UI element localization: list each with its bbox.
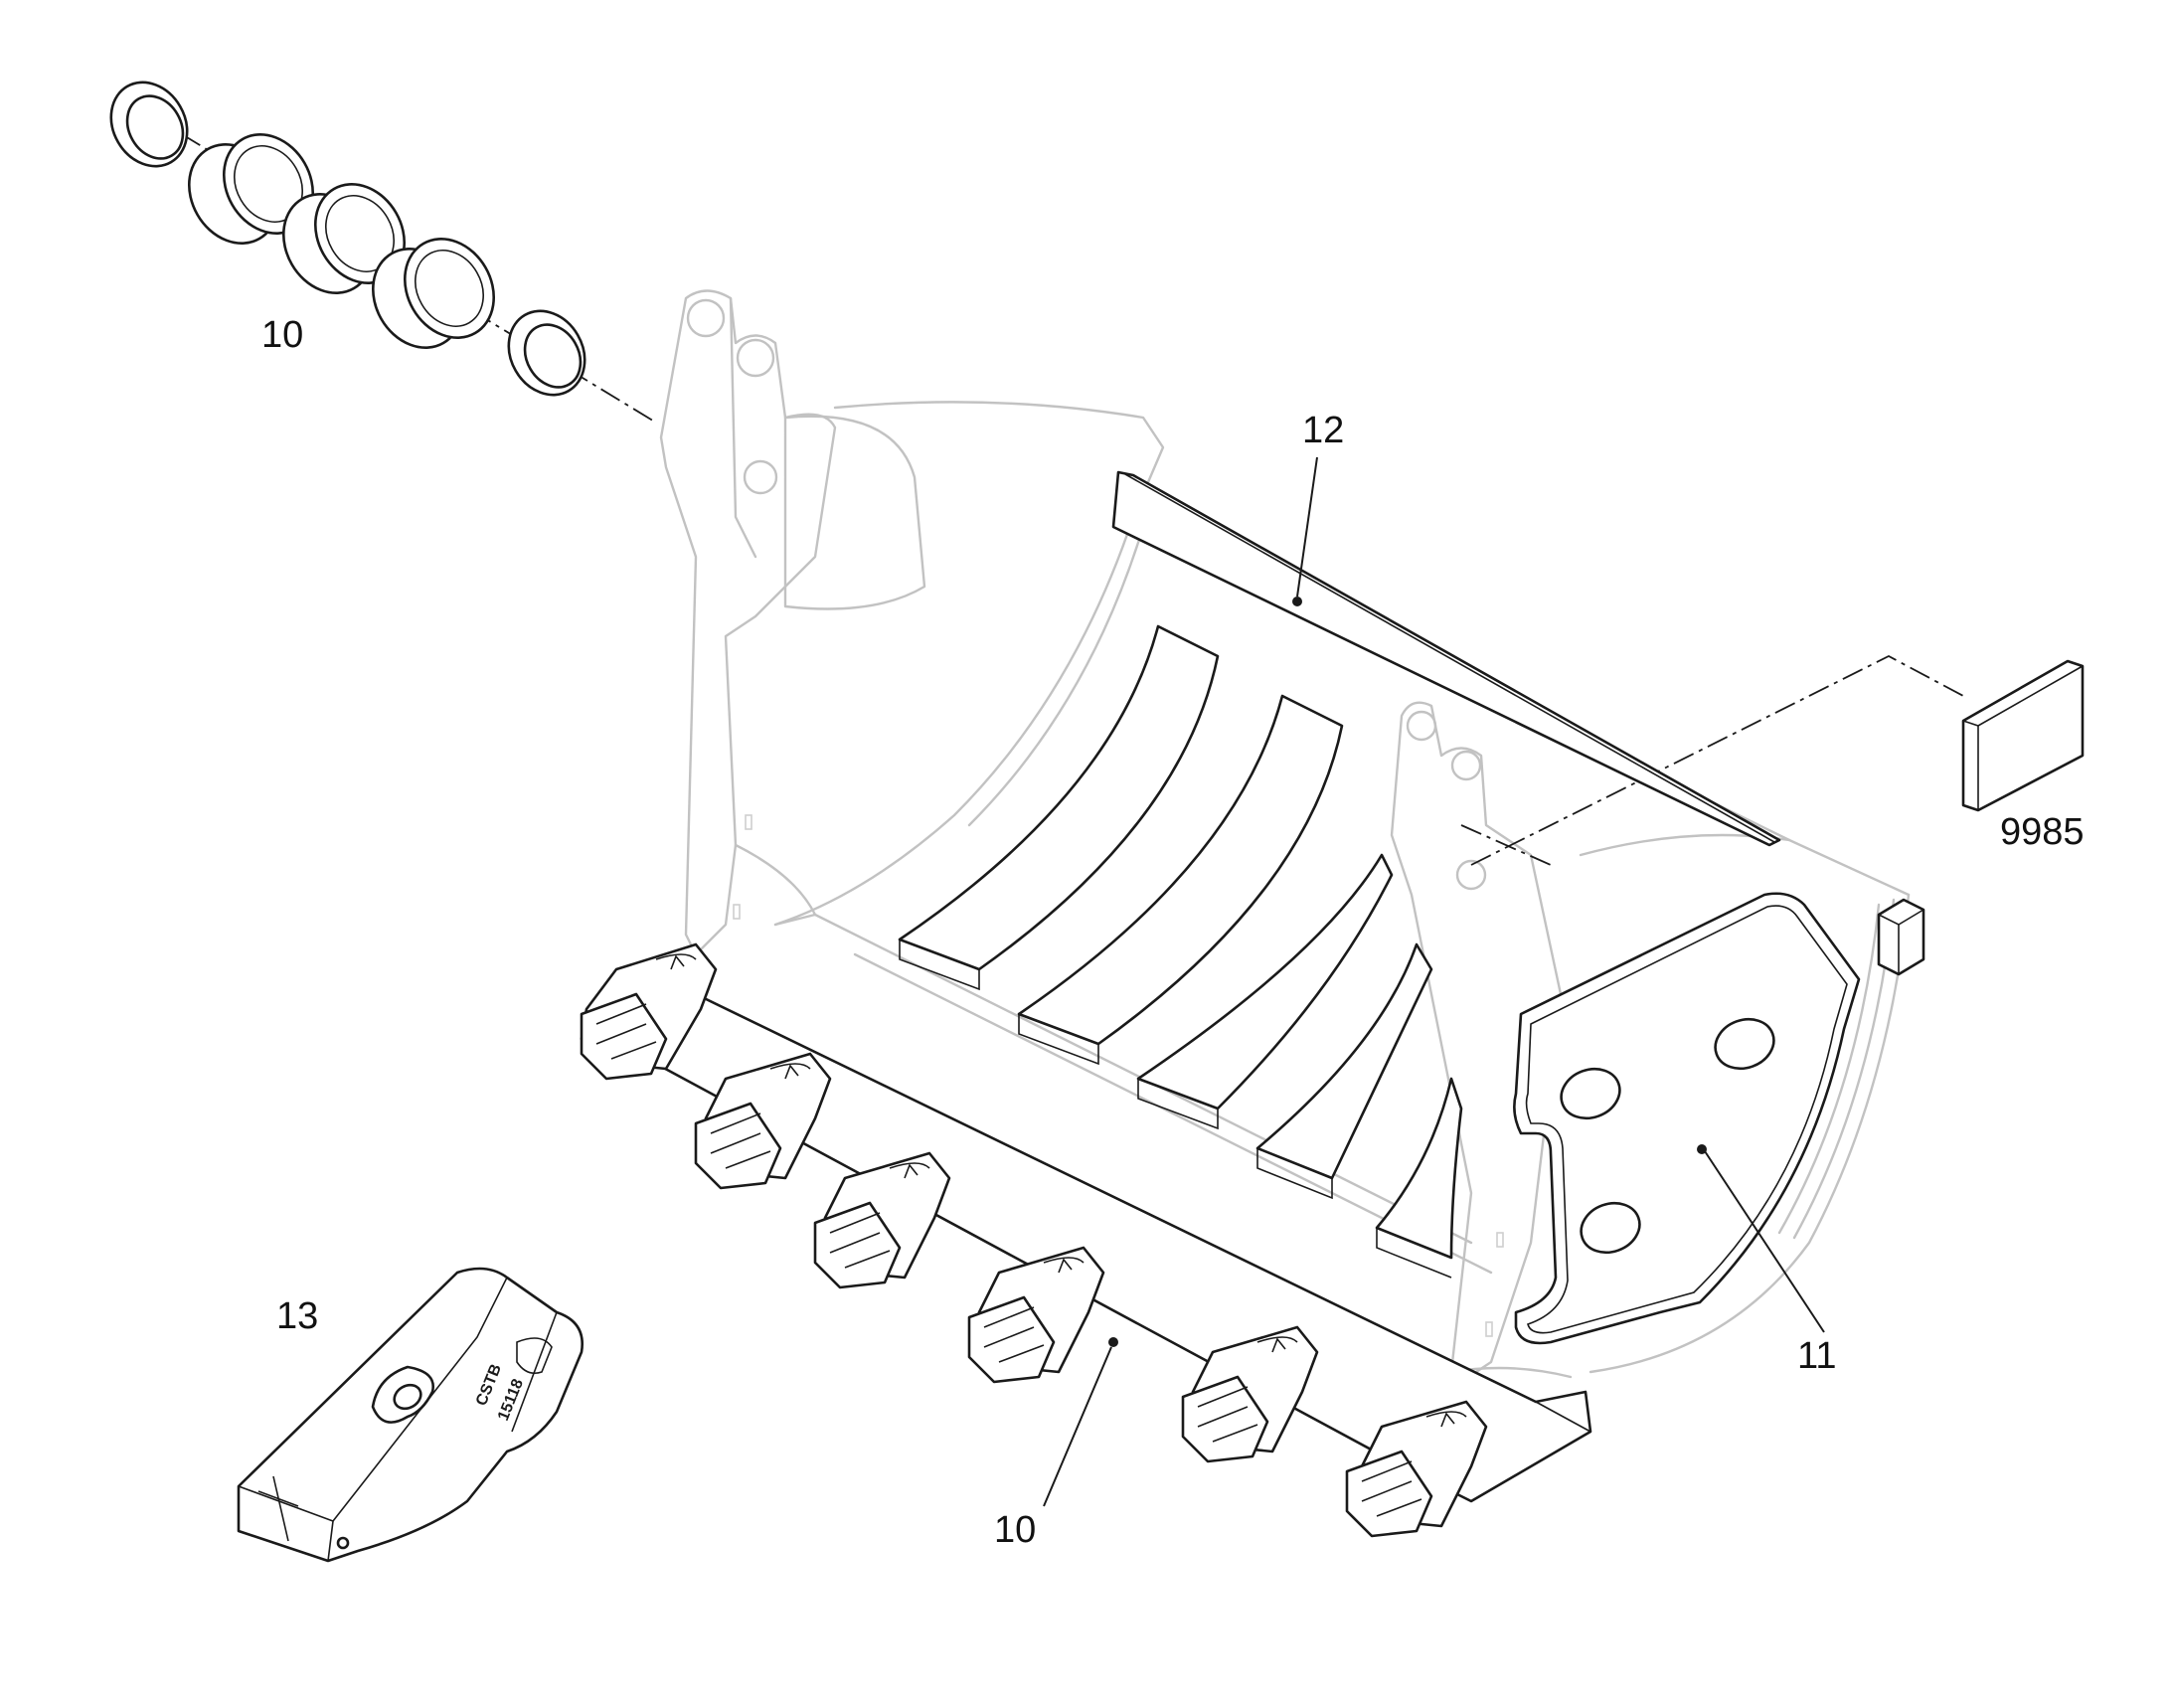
lug-reference-line [1460, 824, 1552, 866]
adapter-5 [1181, 1325, 1319, 1463]
adapter-4 [967, 1246, 1105, 1384]
tooth-adapters [580, 942, 1488, 1538]
adapter-1 [580, 942, 718, 1081]
callout-tooth-tip: 13 [276, 1295, 319, 1337]
label-plate-icon [1961, 659, 2085, 812]
callout-adapter-bar: 10 [994, 1509, 1037, 1551]
tooth-icon: CSTB 15118 [237, 1267, 585, 1563]
bushing-icon [109, 81, 586, 397]
adapter-2 [694, 1052, 832, 1190]
floor-wear-strips [898, 624, 1463, 1279]
edge-wear-block [1877, 898, 1925, 976]
callout-bushing-set: 10 [261, 314, 304, 356]
leader-lines [1043, 456, 1825, 1507]
callout-wear-edge: 12 [1302, 410, 1345, 451]
top-wear-strip [1111, 470, 1781, 847]
label-reference-line [1470, 654, 1964, 866]
adapter-6 [1345, 1400, 1488, 1538]
callout-label-plate: 9985 [2000, 811, 2085, 853]
adapter-3 [813, 1151, 951, 1289]
callout-side-plate: 11 [1797, 1335, 1837, 1377]
plate-icon [1513, 892, 1861, 1345]
